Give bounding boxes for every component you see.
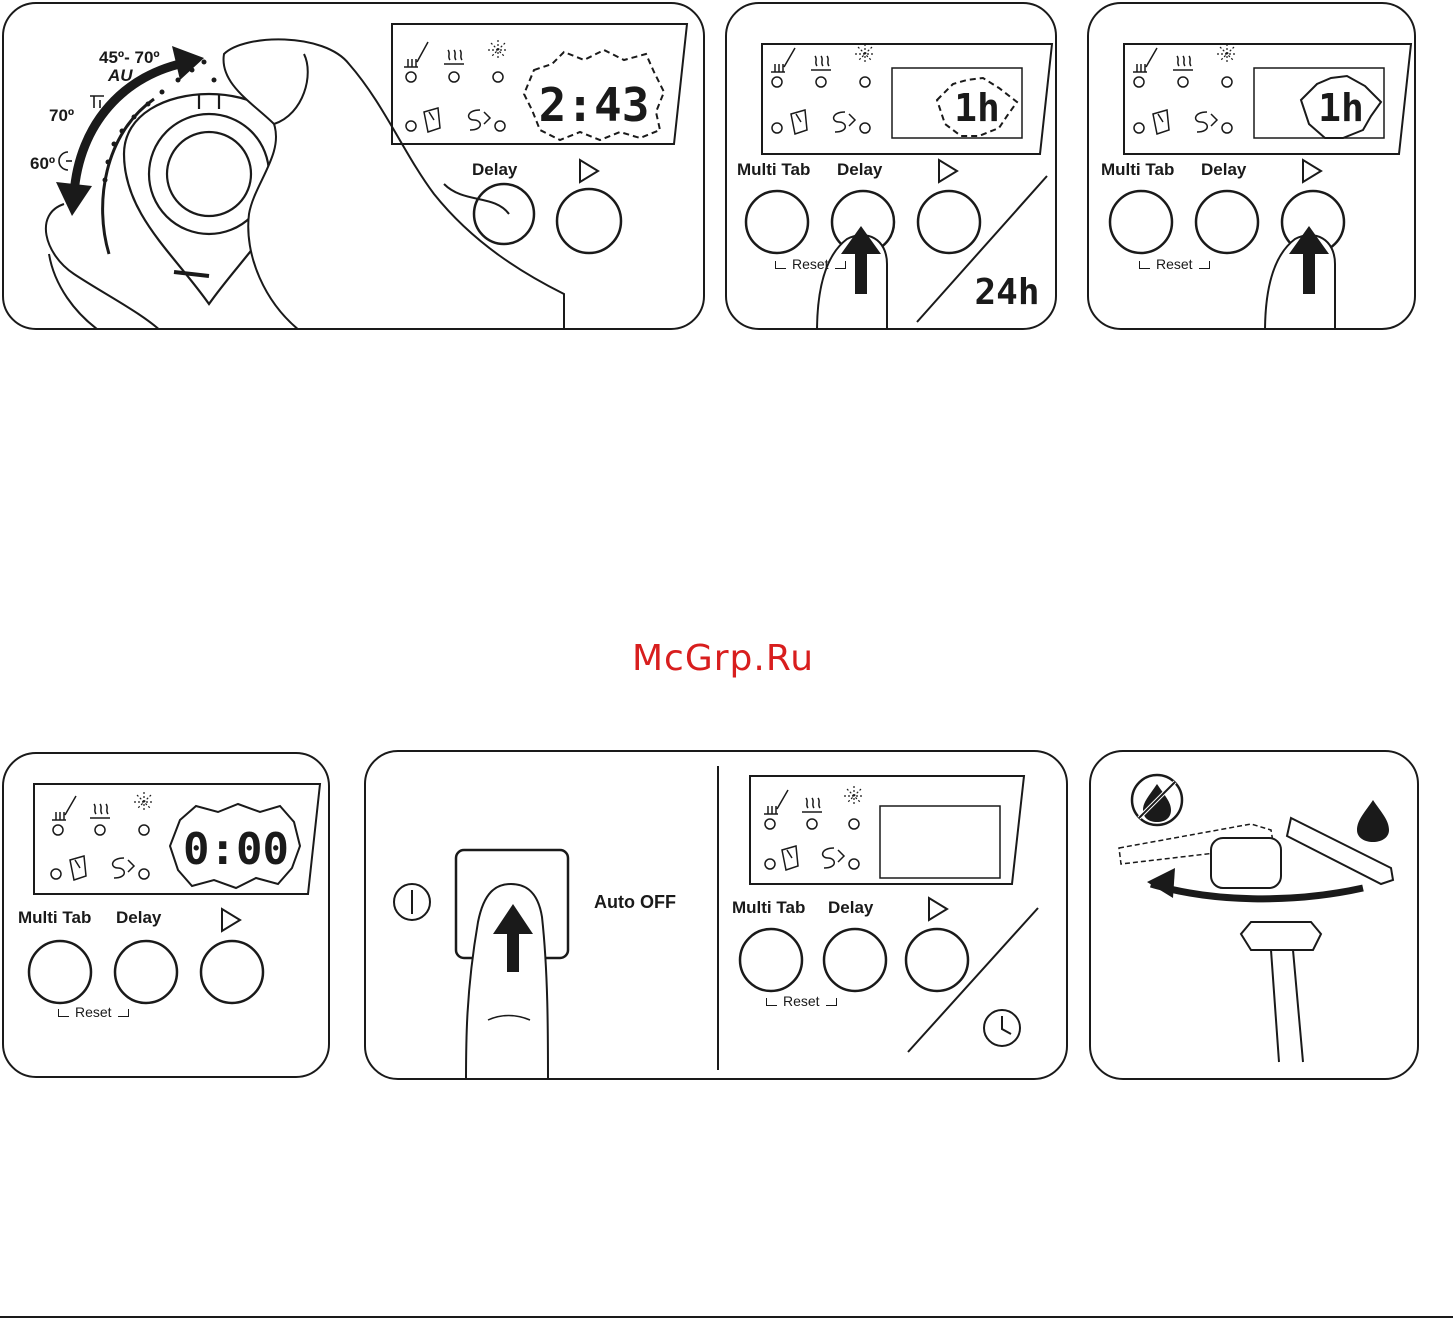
start-triangle-icon [580,160,598,182]
start-button-circle [557,189,621,253]
delay-label: Delay [116,908,161,928]
panel-programme-dial: 2:43 45º- 70º AU 70º 60º Delay [2,2,705,330]
start-button-circle [201,941,263,1003]
drying-icon [444,50,464,64]
multi-tab-icon [782,846,798,870]
salt-icon [855,44,875,64]
multi-tab-label: Multi Tab [1101,160,1174,180]
start-triangle-icon [222,909,240,931]
start-triangle-icon [1303,160,1321,182]
delay-label: Delay [472,160,517,180]
no-water-icon [1132,775,1182,825]
drying-icon [90,804,110,818]
salt-icon [134,792,154,812]
watermark-text: McGrp.Ru [632,638,814,679]
panel5-illustration [366,752,1068,1080]
delay-button-circle [115,941,177,1003]
footer-rule [0,1316,1453,1318]
multi-tab-label: Multi Tab [737,160,810,180]
rinse-aid-icon [404,42,428,67]
multi-tab-icon [424,108,440,132]
panel-start-press: 1h Multi Tab Delay Reset [1087,2,1416,330]
salt-icon [1217,44,1237,64]
lcd-display-value: 0:00 [183,824,289,875]
multi-tab-icon [1153,110,1169,134]
water-softener-icon [823,848,844,868]
multi-tab-button-circle [29,941,91,1003]
start-button-circle [906,929,968,991]
water-softener-icon [113,858,134,878]
delay-label: Delay [828,898,873,918]
multi-tab-icon [70,856,86,880]
water-softener-icon [469,110,490,130]
multi-tab-label: Multi Tab [732,898,805,918]
multi-tab-label: Multi Tab [18,908,91,928]
panel-auto-off: Auto OFF Multi Tab Delay Reset [364,750,1068,1080]
start-triangle-icon [929,898,947,920]
temp-label-70: 70º [49,106,74,126]
temp-label-45-70: 45º- 70º [99,48,160,68]
panel-delay-set: 1h 24h Multi Tab Delay Reset [725,2,1057,330]
panel-water-tap [1089,750,1419,1080]
start-button-circle [918,191,980,253]
auto-label: AU [108,66,133,86]
multi-tab-icon [791,110,807,134]
multi-tab-button-circle [740,929,802,991]
lcd-display-value: 1h [1318,86,1364,130]
clock-icon [984,1010,1020,1046]
drying-icon [1173,56,1193,70]
drying-icon [811,56,831,70]
delay-label: Delay [837,160,882,180]
panel6-illustration [1091,752,1419,1080]
reset-label: Reset [58,1004,129,1020]
water-softener-icon [1196,112,1217,132]
salt-icon [488,40,508,60]
rinse-aid-icon [1133,48,1157,72]
delay-label: Delay [1201,160,1246,180]
reset-label: Reset [766,993,837,1009]
rinse-aid-icon [764,790,788,814]
water-drop-icon [1357,800,1389,842]
rinse-aid-icon [771,48,795,72]
lcd-display-value: 1h [954,86,1000,130]
rinse-aid-icon [52,796,76,820]
water-softener-icon [834,112,855,132]
delay-button-circle [824,929,886,991]
corner-display-value: 24h [974,272,1039,313]
multi-tab-button-circle [1110,191,1172,253]
delay-button-circle [1196,191,1258,253]
salt-icon [844,786,864,806]
reset-label: Reset [1139,256,1210,272]
start-triangle-icon [939,160,957,182]
lcd-display-value: 2:43 [539,78,650,132]
panel-end-display: 0:00 Multi Tab Delay Reset [2,752,330,1078]
multi-tab-button-circle [746,191,808,253]
temp-label-60: 60º [30,154,55,174]
power-icon [394,884,430,920]
reset-label: Reset [775,256,846,272]
drying-icon [802,798,822,812]
auto-off-label: Auto OFF [594,892,676,913]
